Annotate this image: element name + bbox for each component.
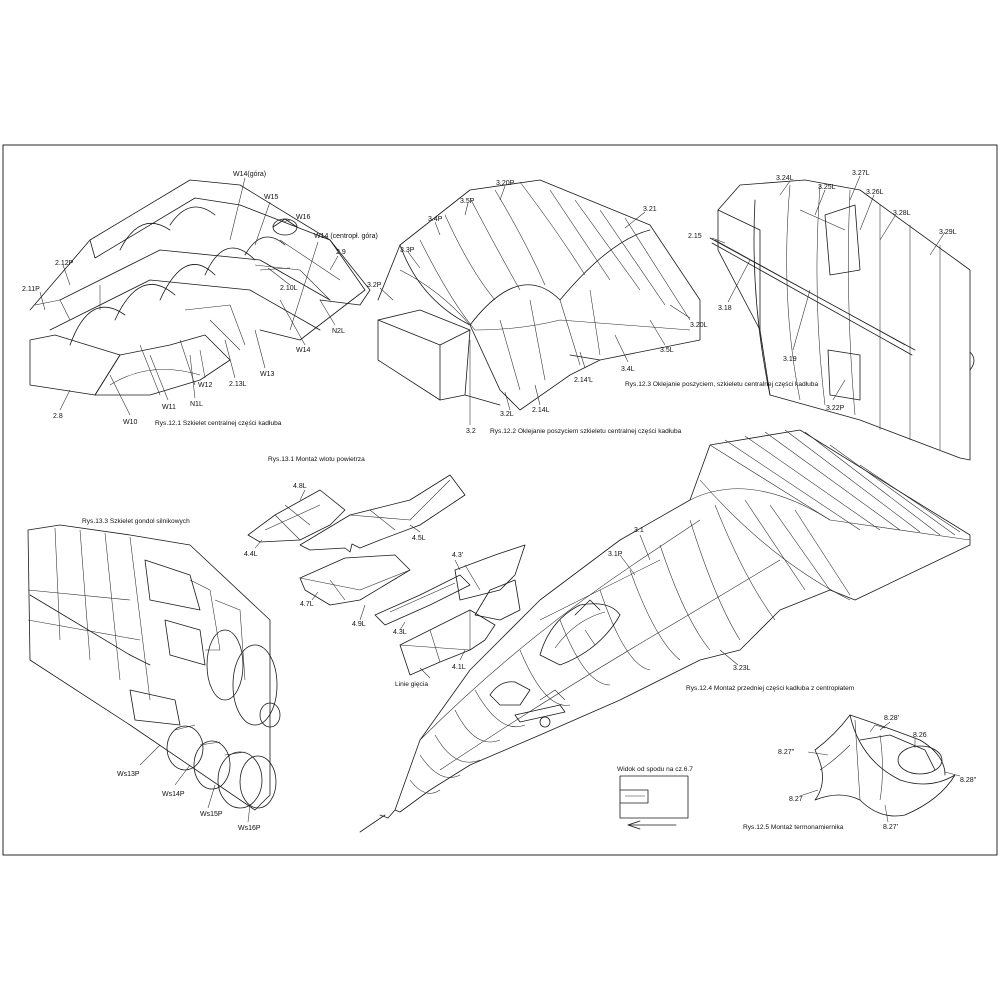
label-w16: W16 <box>296 214 311 221</box>
label-2-9: 2.9 <box>336 249 346 256</box>
fig-13-3-nacelle <box>27 524 281 823</box>
label-3-19: 3.19 <box>783 356 797 363</box>
label-8-28pp: 8.28" <box>960 777 977 784</box>
fig-12-5-sensor <box>799 714 961 823</box>
label-n1l: N1L <box>190 401 203 408</box>
caption-fig-13-1: Rys.13.1 Montaż wlotu powietrza <box>268 456 365 463</box>
label-2-15: 2.15 <box>688 233 702 240</box>
label-4-3p: 4.3' <box>452 552 463 559</box>
label-2-11p: 2.11P <box>22 286 40 293</box>
label-3-28l: 3.28L <box>893 210 911 217</box>
label-3-20l: 3.20L <box>690 322 708 329</box>
label-4-7l: 4.7L <box>300 601 314 608</box>
label-3-29l: 3.29L <box>939 229 957 236</box>
caption-bottom-view: Widok od spodu na cz.6.7 <box>617 766 693 773</box>
fig-12-1-labels: W14(góra) W15 W16 W14 (centropł. góra) 2… <box>22 171 378 427</box>
label-3-1p: 3.1P <box>608 551 623 558</box>
label-2-14pl: 2.14'L <box>574 377 593 384</box>
caption-fig-12-2: Rys.12.2 Oklejanie poszyciem szkieletu c… <box>490 428 682 435</box>
label-n2l: N2L <box>332 328 345 335</box>
label-3-4p: 3.4P <box>428 216 443 223</box>
caption-fig-12-1: Rys.12.1 Szkielet centralnej części kadł… <box>155 420 282 427</box>
label-2-14l: 2.14L <box>532 407 550 414</box>
fig-12-2-skinning <box>377 179 701 425</box>
label-4-9l: 4.9L <box>352 621 366 628</box>
label-2-12p: 2.12P <box>55 260 74 267</box>
label-w14-gora: W14(góra) <box>233 171 266 178</box>
label-8-26: 8.26 <box>913 732 927 739</box>
label-w13: W13 <box>260 371 275 378</box>
fig-12-4-forward-fuselage <box>359 429 971 833</box>
caption-fig-12-4: Rys.12.4 Montaż przedniej części kadłuba… <box>686 685 855 692</box>
label-3-18: 3.18 <box>718 305 732 312</box>
label-w14-centropl: W14 (centropł. góra) <box>314 233 378 240</box>
label-3-20p: 3.20P <box>496 180 515 187</box>
fig-13-1-labels: 4.8L 4.4L 4.5L 4.3' 4.7L 4.9L 4.3L 4.1L … <box>244 456 466 688</box>
label-3-23l: 3.23L <box>733 665 751 672</box>
caption-fold-lines: Linie gięcia <box>395 681 428 688</box>
label-4-5l: 4.5L <box>412 535 426 542</box>
label-ws13p: Ws13P <box>117 771 140 778</box>
label-3-2l: 3.2L <box>500 411 514 418</box>
fig-12-3-labels: 3.24L 3.25L 3.27L 3.26L 3.28L 3.29L 2.15… <box>625 170 957 412</box>
label-w14: W14 <box>296 347 311 354</box>
label-3-5l: 3.5L <box>660 347 674 354</box>
label-4-4l: 4.4L <box>244 551 258 558</box>
caption-fig-12-5: Rys.12.5 Montaż termonamiernika <box>743 824 844 831</box>
label-3-25l: 3.25L <box>818 184 836 191</box>
fig-12-2-labels: 3.20P 3.5P 3.4P 3.21 3.3P 3.2P 3.20L 3.5… <box>367 180 708 435</box>
label-8-27pp: 8.27" <box>778 749 795 756</box>
label-3-1: 3.1 <box>634 527 644 534</box>
label-3-21: 3.21 <box>643 206 657 213</box>
label-2-10l: 2.10L <box>280 285 298 292</box>
label-3-5p: 3.5P <box>460 198 475 205</box>
label-3-26l: 3.26L <box>866 189 884 196</box>
label-3-22p: 3.22P <box>826 405 845 412</box>
fig-13-3-labels: Ws13P Ws14P Ws15P Ws16P Rys.13.3 Szkiele… <box>82 518 261 832</box>
fig-12-3-skinning <box>709 175 975 461</box>
label-3-2p: 3.2P <box>367 282 382 289</box>
label-3-24l: 3.24L <box>776 175 794 182</box>
fig-12-5-labels: 8.28' 8.26 8.27" 8.28" 8.27 8.27' Rys.12… <box>743 715 977 831</box>
label-3-4l: 3.4L <box>621 366 635 373</box>
fig-13-1-air-intake <box>247 474 526 679</box>
fig-12-1-skeleton <box>29 177 371 416</box>
label-8-27p: 8.27' <box>883 824 898 831</box>
label-4-1l: 4.1L <box>452 664 466 671</box>
label-ws14p: Ws14P <box>162 791 185 798</box>
label-w12: W12 <box>198 382 213 389</box>
label-2-8: 2.8 <box>53 413 63 420</box>
label-ws16p: Ws16P <box>238 825 261 832</box>
caption-fig-12-3: Rys.12.3 Oklejanie poszyciem, szkieletu … <box>625 381 818 388</box>
label-4-3l: 4.3L <box>393 629 407 636</box>
bottom-view: Widok od spodu na cz.6.7 <box>617 766 693 830</box>
label-3-3p: 3.3P <box>400 247 415 254</box>
caption-fig-13-3: Rys.13.3 Szkielet gondol silnikowych <box>82 518 190 525</box>
label-4-8l: 4.8L <box>293 483 307 490</box>
label-3-2: 3.2 <box>466 428 476 435</box>
fig-12-4-labels: 3.1 3.1P 3.23L Rys.12.4 Montaż przedniej… <box>608 527 855 692</box>
label-3-27l: 3.27L <box>852 170 870 177</box>
label-ws15p: Ws15P <box>200 811 223 818</box>
sheet-frame <box>2 144 998 856</box>
label-2-13l: 2.13L <box>229 381 247 388</box>
label-w15: W15 <box>264 194 279 201</box>
label-w10: W10 <box>123 419 138 426</box>
label-8-27: 8.27 <box>789 796 803 803</box>
label-8-28p: 8.28' <box>884 715 899 722</box>
label-w11: W11 <box>162 404 176 411</box>
